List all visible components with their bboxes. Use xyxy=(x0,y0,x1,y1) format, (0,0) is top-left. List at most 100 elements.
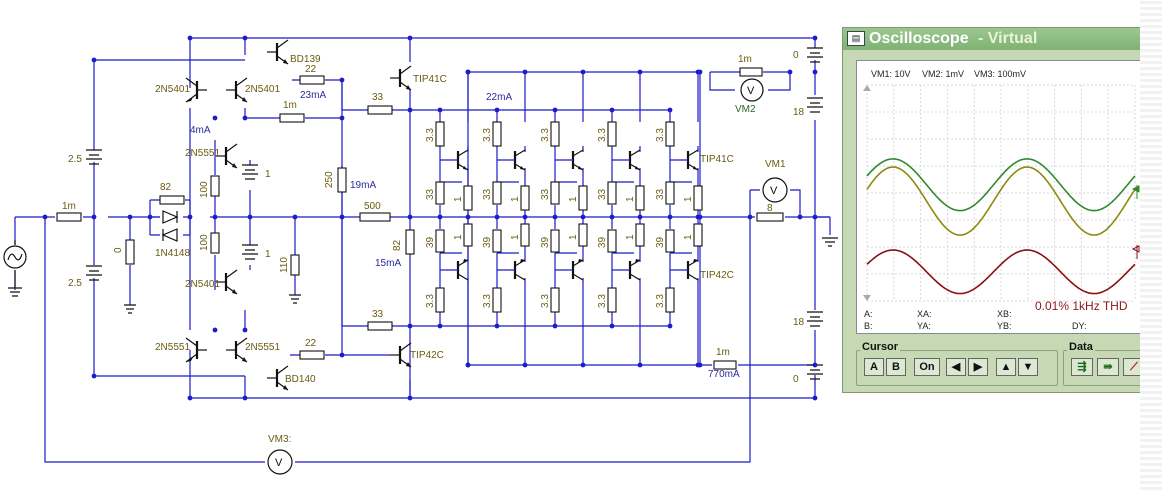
svg-text:1: 1 xyxy=(683,234,694,240)
scope-grid xyxy=(866,84,1136,302)
cursor-a-marker-icon[interactable] xyxy=(863,85,871,91)
cursor-b-marker-icon xyxy=(863,295,871,301)
vm2-trace xyxy=(866,166,1136,236)
svg-text:82: 82 xyxy=(392,239,403,251)
readout-a-label: A: xyxy=(864,309,873,319)
oscilloscope-window[interactable]: ▤ Oscilloscope - Virtual VM1: 10V VM2: 1… xyxy=(842,27,1160,393)
readout-xa-label: XA: xyxy=(917,309,932,319)
cursor-up-button[interactable]: ▲ xyxy=(996,358,1016,376)
components: V V V xyxy=(3,47,838,475)
output-column-4 xyxy=(611,72,641,365)
vm2-meter-icon[interactable] xyxy=(740,78,764,102)
transistor-tip41c-driver[interactable] xyxy=(390,65,412,91)
transistor-2n5551-right[interactable] xyxy=(226,337,248,363)
svg-text:V: V xyxy=(770,185,778,197)
transistor-bd140[interactable] xyxy=(267,365,289,391)
export-chart-icon: ⇶ xyxy=(1077,361,1087,373)
cursor-a-button[interactable]: A xyxy=(864,358,884,376)
vm3-scale-label: VM3: 100mV xyxy=(974,69,1026,79)
amplifier-schematic[interactable]: 3.333393.3113.333393.3113.333393.3113.33… xyxy=(0,0,840,490)
triangle-left-icon: ◀ xyxy=(951,361,961,373)
svg-text:33: 33 xyxy=(655,188,666,200)
svg-text:2N5401: 2N5401 xyxy=(185,279,220,290)
svg-text:BD139: BD139 xyxy=(290,54,321,65)
cursor-down-button[interactable]: ▼ xyxy=(1018,358,1038,376)
svg-text:18: 18 xyxy=(793,317,805,328)
cursor-right-button[interactable]: ▶ xyxy=(968,358,988,376)
svg-text:3.3: 3.3 xyxy=(482,294,493,308)
svg-text:22: 22 xyxy=(305,64,317,75)
transistor-2n5551-mid[interactable] xyxy=(216,143,238,169)
svg-text:3.3: 3.3 xyxy=(655,294,666,308)
data-export-button[interactable]: ⇶ xyxy=(1071,358,1093,376)
vm2-scale-label: VM2: 1mV xyxy=(922,69,964,79)
cursor-on-button[interactable]: On xyxy=(914,358,940,376)
transistor-2n5401-right[interactable] xyxy=(226,77,248,103)
vm1-meter-icon[interactable] xyxy=(762,177,788,203)
oscilloscope-title-suffix: - Virtual xyxy=(978,30,1038,47)
readout-dy-label: DY: xyxy=(1072,321,1087,331)
vm3-ground-marker-icon xyxy=(1131,245,1140,259)
svg-text:2N5551: 2N5551 xyxy=(245,342,280,353)
svg-text:110: 110 xyxy=(279,257,290,273)
output-column-2 xyxy=(496,72,526,365)
svg-text:1: 1 xyxy=(568,196,579,202)
thd-annotation: 0.01% 1kHz THD xyxy=(1035,299,1128,313)
save-chart-icon: ⇛ xyxy=(1103,361,1113,373)
svg-text:39: 39 xyxy=(425,236,436,248)
transistor-2n5551-left[interactable] xyxy=(185,337,207,363)
junction-dots xyxy=(42,35,818,401)
component-labels: BD139 22 23mA 2N5401 2N5401 1m 4mA 2N555… xyxy=(62,50,805,445)
vm3-trace xyxy=(866,249,1136,295)
svg-text:2.5: 2.5 xyxy=(68,154,82,165)
output-column-5 xyxy=(669,72,699,365)
cursor-panel xyxy=(856,350,1058,386)
vm3-meter-icon[interactable] xyxy=(267,449,293,475)
svg-text:19mA: 19mA xyxy=(350,180,376,191)
svg-text:33: 33 xyxy=(372,309,384,320)
output-column-1 xyxy=(439,72,469,365)
svg-text:3.3: 3.3 xyxy=(655,128,666,142)
svg-text:3.3: 3.3 xyxy=(540,128,551,142)
svg-text:1m: 1m xyxy=(716,347,730,358)
svg-text:VM1: VM1 xyxy=(765,159,786,170)
transistor-tip42c-driver[interactable] xyxy=(390,342,412,368)
svg-text:1: 1 xyxy=(568,234,579,240)
svg-text:1: 1 xyxy=(625,196,636,202)
svg-text:TIP41C: TIP41C xyxy=(700,154,734,165)
transistor-2n5401-left[interactable] xyxy=(185,77,207,103)
svg-text:100: 100 xyxy=(199,234,210,251)
transistor-2n5401-lower[interactable] xyxy=(216,269,238,295)
svg-text:1: 1 xyxy=(453,196,464,202)
triangle-right-icon: ▶ xyxy=(973,361,983,373)
oscilloscope-title: Oscilloscope xyxy=(869,30,969,47)
svg-text:1m: 1m xyxy=(62,201,76,212)
triangle-down-icon: ▼ xyxy=(1022,361,1034,373)
output-stage: 3.333393.3113.333393.3113.333393.3113.33… xyxy=(425,72,703,365)
data-save-button[interactable]: ⇛ xyxy=(1097,358,1119,376)
svg-text:BD140: BD140 xyxy=(285,374,316,385)
oscilloscope-title-bar[interactable]: ▤ Oscilloscope - Virtual xyxy=(843,28,1159,50)
readout-b-label: B: xyxy=(864,321,873,331)
svg-text:250: 250 xyxy=(324,171,335,188)
transistor-bd139[interactable] xyxy=(267,39,289,65)
oscilloscope-display[interactable]: VM1: 10V VM2: 1mV VM3: 100mV A: B: XA: Y… xyxy=(856,60,1144,334)
cursor-left-button[interactable]: ◀ xyxy=(946,358,966,376)
side-scroll-strip xyxy=(1140,0,1162,490)
load-resistor[interactable] xyxy=(756,212,784,222)
svg-text:33: 33 xyxy=(597,188,608,200)
svg-text:3.3: 3.3 xyxy=(482,128,493,142)
svg-text:500: 500 xyxy=(364,201,381,212)
readout-xb-label: XB: xyxy=(997,309,1012,319)
svg-text:770mA: 770mA xyxy=(708,369,740,380)
r0-resistor[interactable] xyxy=(125,239,135,265)
svg-text:VM2: VM2 xyxy=(735,104,756,115)
svg-text:3.3: 3.3 xyxy=(425,128,436,142)
svg-text:39: 39 xyxy=(540,236,551,248)
input-resistor[interactable] xyxy=(56,212,82,222)
svg-text:1m: 1m xyxy=(283,100,297,111)
wires xyxy=(14,37,831,463)
svg-text:22mA: 22mA xyxy=(486,92,512,103)
cursor-b-button[interactable]: B xyxy=(886,358,906,376)
svg-text:V: V xyxy=(747,85,755,97)
